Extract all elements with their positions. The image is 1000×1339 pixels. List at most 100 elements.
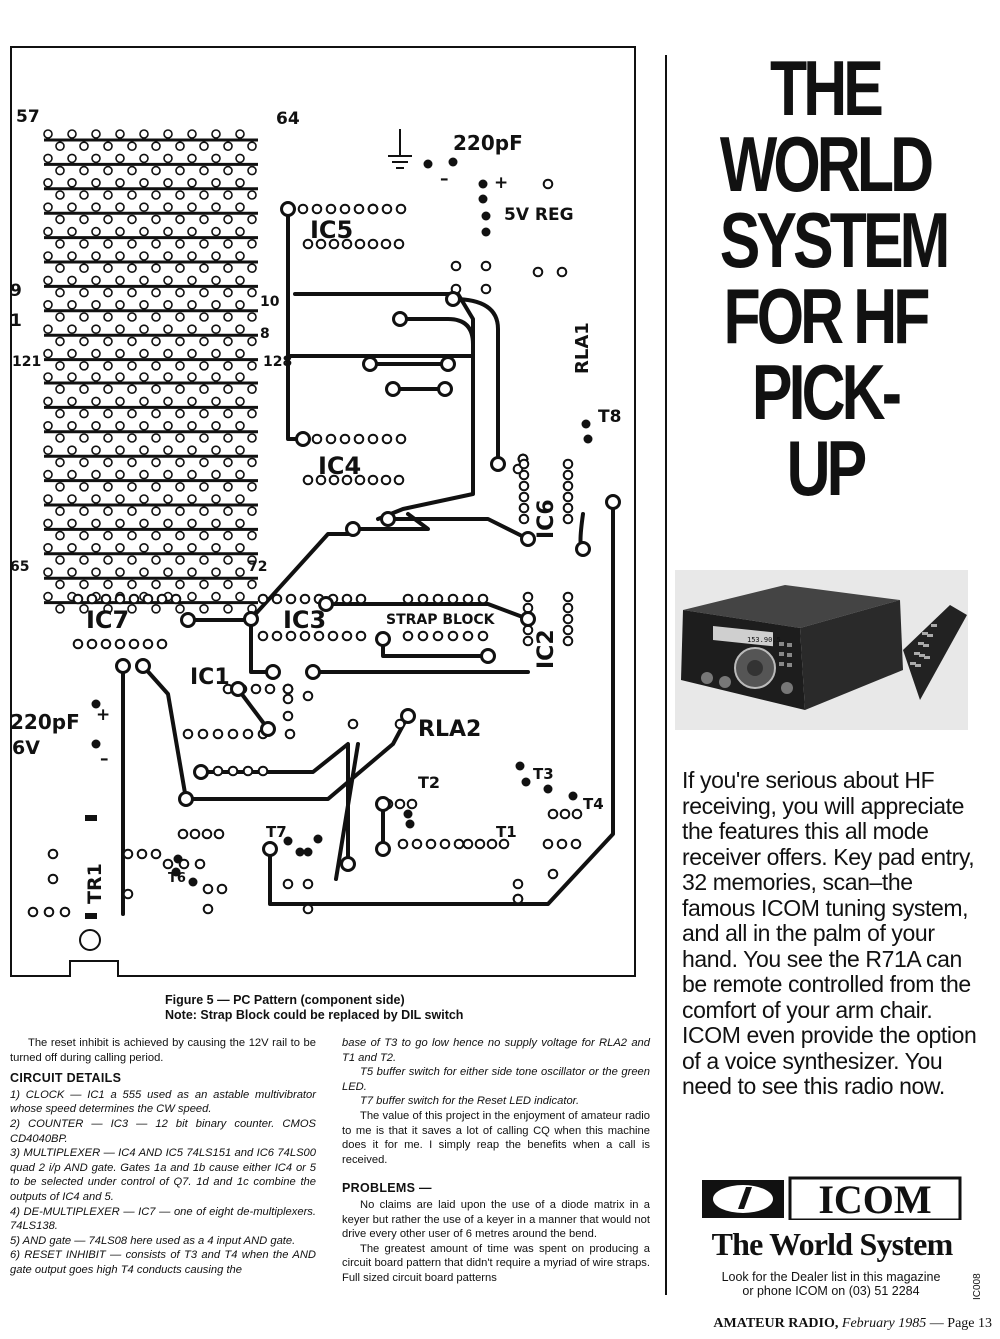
matrix-pad: [199, 506, 209, 517]
matrix-pad: [91, 251, 101, 261]
matrix-pad: [127, 457, 137, 468]
matrix-pad: [163, 348, 173, 359]
circuit-item: 4) DE-MULTIPLEXER — IC7 — one of eight d…: [10, 1205, 316, 1233]
component-pad: [250, 683, 262, 695]
matrix-pad: [211, 324, 221, 335]
component-pad: [562, 624, 574, 636]
matrix-pad: [103, 530, 113, 541]
component-pad: [114, 593, 126, 605]
matrix-pad: [91, 542, 101, 553]
ad-code: IC008: [972, 1273, 983, 1300]
circuit-item: 1) CLOCK — IC1 a 555 used as an astable …: [10, 1088, 316, 1116]
matrix-pad: [139, 445, 149, 456]
component-pad: [282, 693, 294, 705]
matrix-pad: [127, 190, 137, 200]
component-pad: [194, 858, 206, 870]
matrix-pad: [151, 312, 161, 322]
component-pad: [394, 798, 406, 810]
matrix-pad: [79, 481, 89, 492]
trace-pad: [243, 611, 259, 627]
matrix-pad: [163, 469, 173, 480]
matrix-pad: [91, 202, 101, 212]
matrix-pad: [55, 555, 65, 565]
matrix-pad: [139, 348, 149, 359]
matrix-pad: [199, 530, 209, 541]
solid-pad: [521, 777, 531, 787]
matrix-pad: [127, 506, 137, 517]
trace-pad: [230, 681, 246, 697]
matrix-pad: [163, 299, 173, 310]
component-pad: [402, 593, 414, 605]
matrix-pad: [163, 251, 173, 261]
matrix-pad: [151, 239, 161, 249]
matrix-pad: [175, 287, 185, 298]
matrix-pad: [103, 603, 113, 614]
matrix-pad: [79, 165, 89, 176]
trace-pad: [318, 596, 334, 612]
component-pad: [542, 178, 554, 190]
component-pad: [425, 838, 437, 850]
matrix-pad: [67, 567, 77, 578]
component-pad: [395, 203, 407, 215]
matrix-pad: [163, 542, 173, 553]
matrix-pad: [211, 542, 221, 553]
matrix-pad: [79, 530, 89, 541]
matrix-pad: [103, 263, 113, 273]
component-pad: [480, 283, 492, 295]
matrix-pad: [151, 555, 161, 565]
matrix-pad: [79, 579, 89, 590]
matrix-pad: [211, 226, 221, 237]
matrix-pad: [115, 251, 125, 261]
trace-pad: [305, 664, 321, 680]
component-pad: [100, 593, 112, 605]
matrix-pad: [67, 202, 77, 212]
solid-pad: [423, 159, 433, 169]
matrix-pad: [127, 433, 137, 443]
caption-line-1: Figure 5 — PC Pattern (component side): [165, 993, 405, 1007]
matrix-pad: [55, 312, 65, 322]
component-pad: [367, 474, 379, 486]
matrix-pad: [247, 165, 257, 176]
icom-logo-text: ICOM: [818, 1177, 931, 1220]
component-pad: [339, 433, 351, 445]
matrix-pad: [187, 494, 197, 504]
matrix-pad: [187, 591, 197, 602]
matrix-pad: [43, 518, 53, 529]
component-pad: [311, 203, 323, 215]
matrix-pad: [211, 153, 221, 164]
matrix-pad: [79, 263, 89, 273]
pcb-label-pin9: 9: [10, 281, 22, 301]
matrix-pad: [55, 603, 65, 614]
matrix-pad: [187, 226, 197, 237]
matrix-pad: [223, 579, 233, 590]
dealer-info: Look for the Dealer list in this magazin…: [700, 1270, 962, 1298]
matrix-pad: [187, 469, 197, 480]
circuit-continuation: base of T3 to go low hence no supply vol…: [342, 1037, 650, 1064]
t5-note: T5 buffer switch for either side tone os…: [342, 1066, 650, 1093]
component-pad: [439, 838, 451, 850]
component-pad: [570, 838, 582, 850]
matrix-pad: [235, 275, 245, 286]
t7-note: T7 buffer switch for the Reset LED indic…: [360, 1095, 580, 1108]
solid-pad: [188, 877, 198, 887]
column-divider: [665, 55, 667, 1295]
matrix-pad: [175, 457, 185, 468]
dealer-line-1: Look for the Dealer list in this magazin…: [721, 1270, 941, 1284]
matrix-pad: [91, 372, 101, 382]
misc-symbols: [79, 129, 412, 951]
component-pad: [178, 858, 190, 870]
matrix-pad: [43, 420, 53, 431]
pcb-label-t8: T8: [598, 407, 621, 427]
component-pad: [393, 474, 405, 486]
matrix-pad: [211, 494, 221, 504]
matrix-pad: [175, 312, 185, 322]
matrix-pad: [223, 457, 233, 468]
matrix-pad: [139, 226, 149, 237]
matrix-pad: [127, 141, 137, 151]
component-pad: [417, 593, 429, 605]
matrix-pad: [175, 141, 185, 151]
component-pad: [341, 238, 353, 250]
matrix-pad: [151, 579, 161, 590]
matrix-pad: [115, 542, 125, 553]
component-pad: [547, 868, 559, 880]
